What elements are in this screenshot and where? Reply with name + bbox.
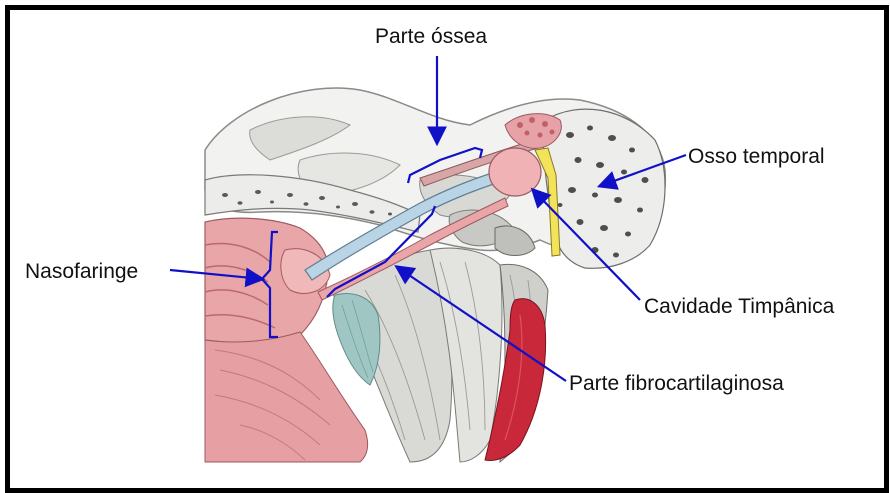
porous-bone-temporal	[543, 109, 665, 268]
label-parte-fibrocartilaginosa: Parte fibrocartilaginosa	[569, 373, 784, 394]
label-osso-temporal: Osso temporal	[688, 146, 825, 167]
nasopharynx-mucosa	[205, 218, 330, 343]
cartilage-teal	[333, 294, 380, 385]
pharyngeal-wall	[205, 332, 368, 462]
label-cavidade-timpanica: Cavidade Timpânica	[644, 296, 834, 317]
label-parte-ossea: Parte óssea	[375, 26, 487, 47]
label-nasofaringe: Nasofaringe	[25, 261, 138, 282]
